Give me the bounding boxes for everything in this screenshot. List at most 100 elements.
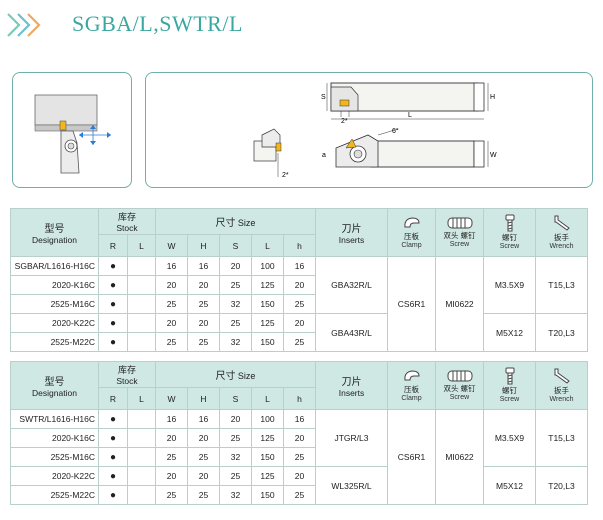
designation-cell: 2525-M16C [10, 447, 99, 467]
table-row: SGBAR/L1616-H16C ● 16 16 20 100 16 GBA32… [10, 256, 588, 352]
inserts-en: Inserts [338, 235, 365, 245]
table-row: 2020-K22C ● 20 20 25 125 20 GBA43R/L M5X… [10, 313, 588, 352]
screw-cn: 螺钉 [502, 233, 517, 242]
designation-cell: 2525-M22C [10, 485, 99, 505]
stock-en: Stock [116, 376, 138, 386]
size-en: Size [237, 371, 256, 381]
col-stock: 库存 Stock [98, 361, 156, 388]
stock-l-cell [127, 294, 156, 314]
col-s: S [219, 387, 252, 410]
col-screw: 螺钉 Screw [483, 208, 536, 257]
clamp-cell: CS6R1 [387, 256, 436, 352]
designation-cn: 型号 [44, 377, 65, 388]
wrench-cell: T15,L3 [535, 409, 588, 467]
col-s: S [219, 234, 252, 257]
col-double-screw: 双头 螺钉 Screw [435, 361, 484, 410]
col-w: W [155, 234, 188, 257]
stock-dot: ● [98, 313, 128, 333]
hh-cell: 25 [283, 485, 316, 505]
h-cell: 25 [187, 294, 220, 314]
col-clamp: 压板 Clamp [387, 361, 436, 410]
hh-cell: 25 [283, 332, 316, 352]
s-cell: 25 [219, 313, 252, 333]
w-cell: 25 [155, 447, 188, 467]
screw-en: Screw [499, 396, 520, 403]
screw-icon [505, 214, 514, 232]
s-cell: 20 [219, 256, 252, 276]
table-row: 2525-M16C ● 25 25 32 150 25 [10, 447, 588, 467]
col-wrench: 扳手 Wrench [535, 208, 588, 257]
w-cell: 20 [155, 275, 188, 295]
inserts-en: Inserts [338, 388, 365, 398]
col-wrench: 扳手 Wrench [535, 361, 588, 410]
table-row: 2020-K22C ● 20 20 25 125 20 WL325R/L M5X… [10, 466, 588, 505]
stock-en: Stock [116, 223, 138, 233]
screw-cell: M3.5X9 [483, 409, 536, 467]
designation-cell: 2525-M22C [10, 332, 99, 352]
wrench-en: Wrench [549, 243, 574, 250]
w-cell: 20 [155, 466, 188, 486]
screw-icon [505, 367, 514, 385]
double-screw-cell: MI0622 [435, 256, 484, 352]
designation-en: Designation [32, 388, 77, 398]
wrench-en: Wrench [549, 396, 574, 403]
clamp-cn: 压板 [404, 232, 419, 241]
l-cell: 150 [251, 332, 284, 352]
col-size: 尺寸 Size [155, 361, 316, 388]
screw-cn: 螺钉 [502, 386, 517, 395]
col-hh: h [283, 387, 316, 410]
col-w: W [155, 387, 188, 410]
clamp-en: Clamp [401, 242, 422, 249]
stock-dot: ● [98, 332, 128, 352]
designation-en: Designation [32, 235, 77, 245]
tool-setup-diagram [12, 72, 132, 188]
col-stock-r: R [98, 387, 128, 410]
l-cell: 125 [251, 466, 284, 486]
dim-label-w: W [490, 152, 497, 159]
l-cell: 100 [251, 409, 284, 429]
h-cell: 20 [187, 466, 220, 486]
hh-cell: 25 [283, 294, 316, 314]
l-cell: 125 [251, 313, 284, 333]
designation-cell: 2020-K22C [10, 466, 99, 486]
stock-l-cell [127, 409, 156, 429]
size-cn: 尺寸 [215, 218, 236, 229]
w-cell: 16 [155, 256, 188, 276]
double-screw-cn: 双头 螺钉 [443, 231, 476, 240]
screw-cell: M3.5X9 [483, 256, 536, 314]
s-cell: 32 [219, 332, 252, 352]
wrench-cn: 扳手 [554, 386, 569, 395]
col-inserts: 刀片 Inserts [315, 361, 388, 410]
col-designation: 型号 Designation [10, 361, 99, 410]
designation-cn: 型号 [44, 224, 65, 235]
double-screw-en: Screw [449, 394, 470, 401]
col-h: H [187, 387, 220, 410]
stock-dot: ● [98, 294, 128, 314]
size-cn: 尺寸 [215, 371, 236, 382]
hh-cell: 25 [283, 447, 316, 467]
designation-cell: SGBAR/L1616-H16C [10, 256, 99, 276]
clamp-cell: CS6R1 [387, 409, 436, 505]
col-stock-r: R [98, 234, 128, 257]
l-cell: 125 [251, 275, 284, 295]
stock-l-cell [127, 447, 156, 467]
clamp-cn: 压板 [404, 385, 419, 394]
w-cell: 25 [155, 332, 188, 352]
screw-cell: M5X12 [483, 466, 536, 505]
inserts-cn: 刀片 [341, 224, 362, 235]
clamp-icon [403, 370, 420, 381]
designation-cell: SWTR/L1616-H16C [10, 409, 99, 429]
stock-dot: ● [98, 485, 128, 505]
dim-label-l: L [408, 112, 412, 119]
col-h: H [187, 234, 220, 257]
l-cell: 150 [251, 447, 284, 467]
h-cell: 20 [187, 275, 220, 295]
h-cell: 16 [187, 256, 220, 276]
hh-cell: 20 [283, 313, 316, 333]
hh-cell: 20 [283, 466, 316, 486]
h-cell: 25 [187, 485, 220, 505]
insert-cell: WL325R/L [315, 466, 388, 505]
stock-l-cell [127, 466, 156, 486]
h-cell: 25 [187, 332, 220, 352]
w-cell: 16 [155, 409, 188, 429]
